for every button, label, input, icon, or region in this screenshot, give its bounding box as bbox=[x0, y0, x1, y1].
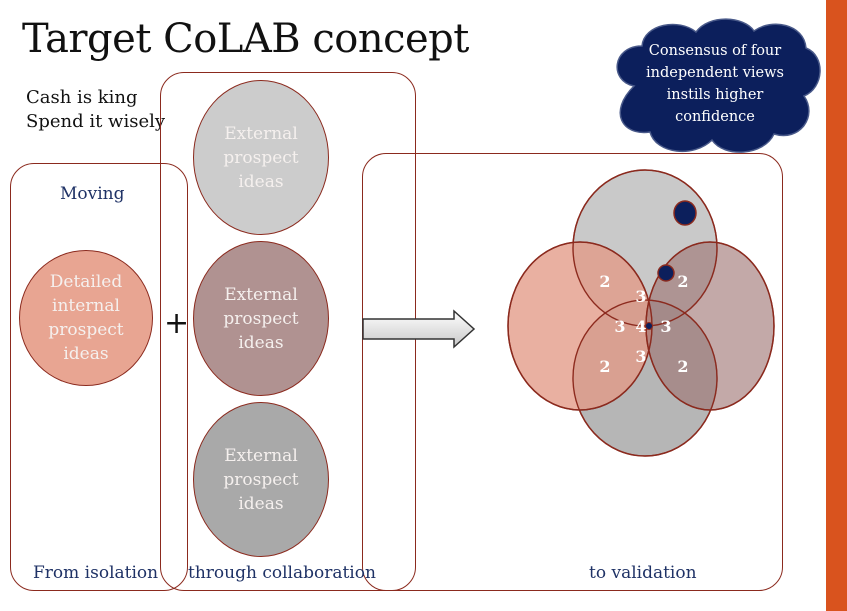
venn-count-pair-bottom-left: 2 bbox=[599, 357, 610, 376]
venn-count-pair-top-right: 2 bbox=[677, 272, 688, 291]
external-prospect-ideas-text-1: External prospect ideas bbox=[223, 123, 299, 192]
external-prospect-ideas-circle-1: External prospect ideas bbox=[193, 80, 329, 235]
venn-circle-left bbox=[507, 241, 653, 411]
consensus-dot-large bbox=[673, 200, 697, 226]
venn-count-pair-top-left: 2 bbox=[599, 272, 610, 291]
moving-label: Moving bbox=[60, 184, 125, 204]
venn-count-quad-center: 4 bbox=[635, 317, 646, 336]
plus-sign: + bbox=[164, 306, 190, 341]
venn-count-triple-right: 3 bbox=[660, 317, 671, 336]
consensus-callout-text: Consensus of four independent views inst… bbox=[646, 43, 784, 125]
tagline-line-1: Cash is king bbox=[26, 87, 138, 108]
internal-prospect-ideas-circle: Detailed internal prospect ideas bbox=[19, 250, 153, 386]
consensus-dot-small bbox=[645, 322, 653, 330]
external-prospect-ideas-circle-2: External prospect ideas bbox=[193, 241, 329, 396]
slide-title: Target CoLAB concept bbox=[22, 16, 469, 62]
consensus-cloud-shape bbox=[616, 18, 821, 153]
external-prospect-ideas-text-2: External prospect ideas bbox=[223, 284, 299, 353]
venn-count-pair-bottom-right: 2 bbox=[677, 357, 688, 376]
external-prospect-ideas-circle-3: External prospect ideas bbox=[193, 402, 329, 557]
from-isolation-label: From isolation bbox=[33, 563, 159, 583]
venn-count-triple-left: 3 bbox=[614, 317, 625, 336]
consensus-dot-medium bbox=[657, 264, 675, 282]
venn-count-triple-top: 3 bbox=[635, 287, 646, 306]
right-arrow-icon bbox=[362, 309, 476, 349]
validation-stage-box bbox=[362, 153, 783, 591]
to-validation-label: to validation bbox=[589, 563, 697, 583]
venn-count-triple-bottom: 3 bbox=[635, 347, 646, 366]
external-prospect-ideas-text-3: External prospect ideas bbox=[223, 445, 299, 514]
four-way-venn-diagram: 2 2 2 2 3 3 3 3 4 bbox=[507, 169, 775, 457]
through-collaboration-label: through collaboration bbox=[188, 563, 376, 583]
accent-side-bar bbox=[826, 0, 847, 611]
internal-prospect-ideas-text: Detailed internal prospect ideas bbox=[48, 272, 124, 364]
tagline-line-2: Spend it wisely bbox=[26, 111, 166, 132]
isolation-stage-box bbox=[10, 163, 188, 591]
